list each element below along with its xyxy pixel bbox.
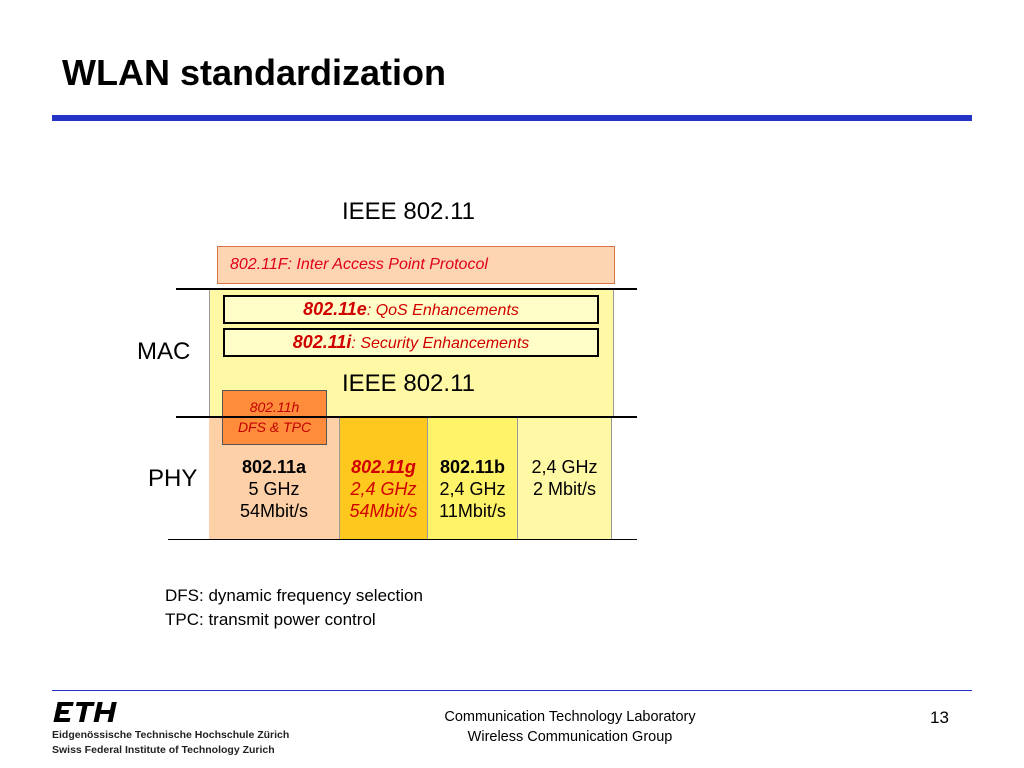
eth-logo [52,701,118,728]
column-band: 2,4 GHz [350,479,417,499]
abbreviation-notes: DFS: dynamic frequency selection TPC: tr… [165,584,423,632]
box-802-11e-desc: : QoS Enhancements [366,302,519,319]
footer-lab: Communication Technology Laboratory Wire… [380,707,760,747]
institution-line-english: Swiss Federal Institute of Technology Zu… [52,744,275,756]
mac-phy-divider [176,416,637,418]
box-802-11i-desc: : Security Enhancements [351,335,530,352]
mac-top-divider [176,288,637,290]
box-802-11h-desc: DFS & TPC [237,419,312,435]
institution-name: Eidgenössische Technische Hochschule Zür… [52,728,289,758]
column-rate: 54Mbit/s [239,501,309,521]
page-number: 13 [930,708,949,727]
title-underline [52,115,972,121]
box-802-11e: 802.11e: QoS Enhancements [223,295,599,324]
institution-line-german: Eidgenössische Technische Hochschule Zür… [52,729,290,741]
phy-bottom-divider [168,539,637,540]
column-rate: 11Mbit/s [439,501,506,521]
column-rate: 54Mbit/s [349,501,418,521]
column-rate: 2 Mbit/s [532,479,597,499]
column-name: 802.11g [351,457,416,477]
box-802-11e-code: 802.11e [303,299,367,319]
column-band: 2,4 GHz [531,457,598,477]
column-band: 5 GHz [248,479,300,499]
eth-logo-mark [53,702,117,722]
box-802-11i-code: 802.11i [292,332,352,352]
box-802-11h-code: 802.11h [249,399,300,415]
layer-label-phy: PHY [148,465,198,492]
slide-title: WLAN standardization [62,52,446,93]
layer-label-mac: MAC [137,338,191,365]
note-tpc: TPC: transmit power control [165,610,376,629]
footer-divider [52,690,972,691]
diagram-top-label: IEEE 802.11 [342,198,475,225]
box-802-11f: 802.11F: Inter Access Point Protocol [217,246,615,284]
phy-column-802-11g: 802.11g 2,4 GHz 54Mbit/s [340,418,428,540]
phy-column-802-11: 2,4 GHz 2 Mbit/s [518,418,612,540]
group-name: Wireless Communication Group [467,729,673,745]
column-name: 802.11a [241,457,307,477]
box-802-11i: 802.11i: Security Enhancements [223,328,599,357]
column-name: 802.11b [439,457,506,477]
phy-column-802-11b: 802.11b 2,4 GHz 11Mbit/s [428,418,518,540]
note-dfs: DFS: dynamic frequency selection [165,586,423,605]
mac-ieee-label: IEEE 802.11 [342,370,475,397]
column-band: 2,4 GHz [439,479,506,499]
lab-name: Communication Technology Laboratory [444,709,696,725]
